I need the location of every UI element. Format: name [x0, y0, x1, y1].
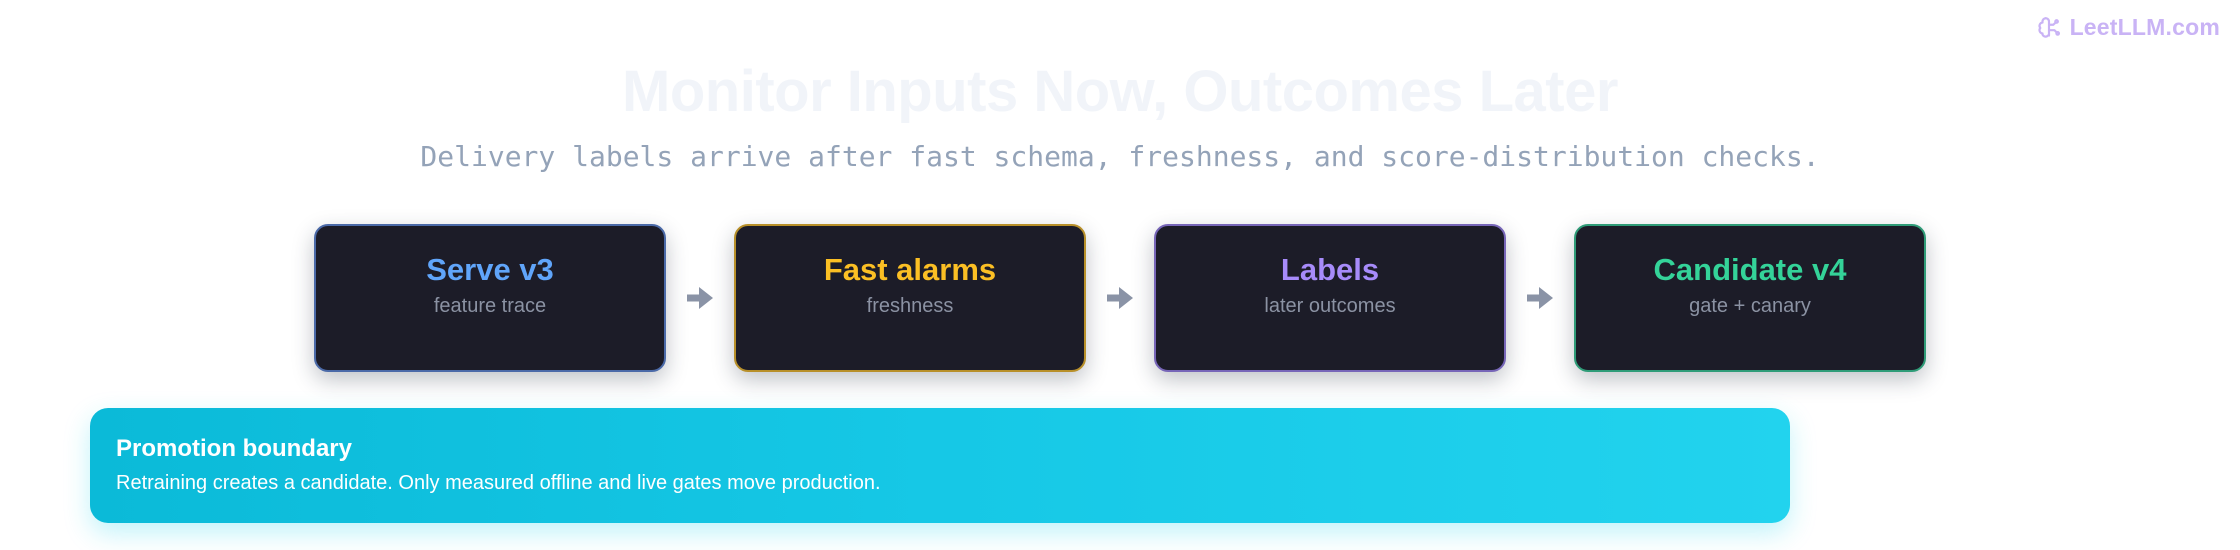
- promotion-boundary-banner: Promotion boundary Retraining creates a …: [90, 408, 1790, 523]
- page-subtitle: Delivery labels arrive after fast schema…: [420, 140, 1820, 173]
- stage-candidate-v4: Candidate v4 gate + canary: [1574, 224, 1926, 372]
- stage-title: Serve v3: [426, 252, 554, 287]
- watermark-text: LeetLLM.com: [2069, 14, 2220, 40]
- stage-labels: Labels later outcomes: [1154, 224, 1506, 372]
- arrow-right-icon: [1086, 224, 1154, 372]
- arrow-right-icon: [666, 224, 734, 372]
- stage-serve-v3: Serve v3 feature trace: [314, 224, 666, 372]
- stage-subtitle: freshness: [866, 295, 954, 317]
- stage-title: Labels: [1280, 252, 1380, 287]
- pipeline: Serve v3 feature trace Fast alarms fresh…: [314, 224, 1926, 372]
- banner-title: Promotion boundary: [116, 435, 352, 462]
- stage-fast-alarms: Fast alarms freshness: [734, 224, 1086, 372]
- stage-title: Candidate v4: [1653, 252, 1847, 287]
- watermark: LeetLLM.com: [2036, 14, 2220, 41]
- banner-text: Retraining creates a candidate. Only mea…: [116, 472, 881, 494]
- brain-circuit-icon: [2036, 15, 2062, 41]
- stage-subtitle: gate + canary: [1689, 295, 1811, 317]
- arrow-right-icon: [1506, 224, 1574, 372]
- stage-subtitle: later outcomes: [1264, 295, 1396, 317]
- stage-title: Fast alarms: [823, 252, 997, 287]
- page-title: Monitor Inputs Now, Outcomes Later: [622, 59, 1618, 124]
- stage-subtitle: feature trace: [433, 295, 547, 317]
